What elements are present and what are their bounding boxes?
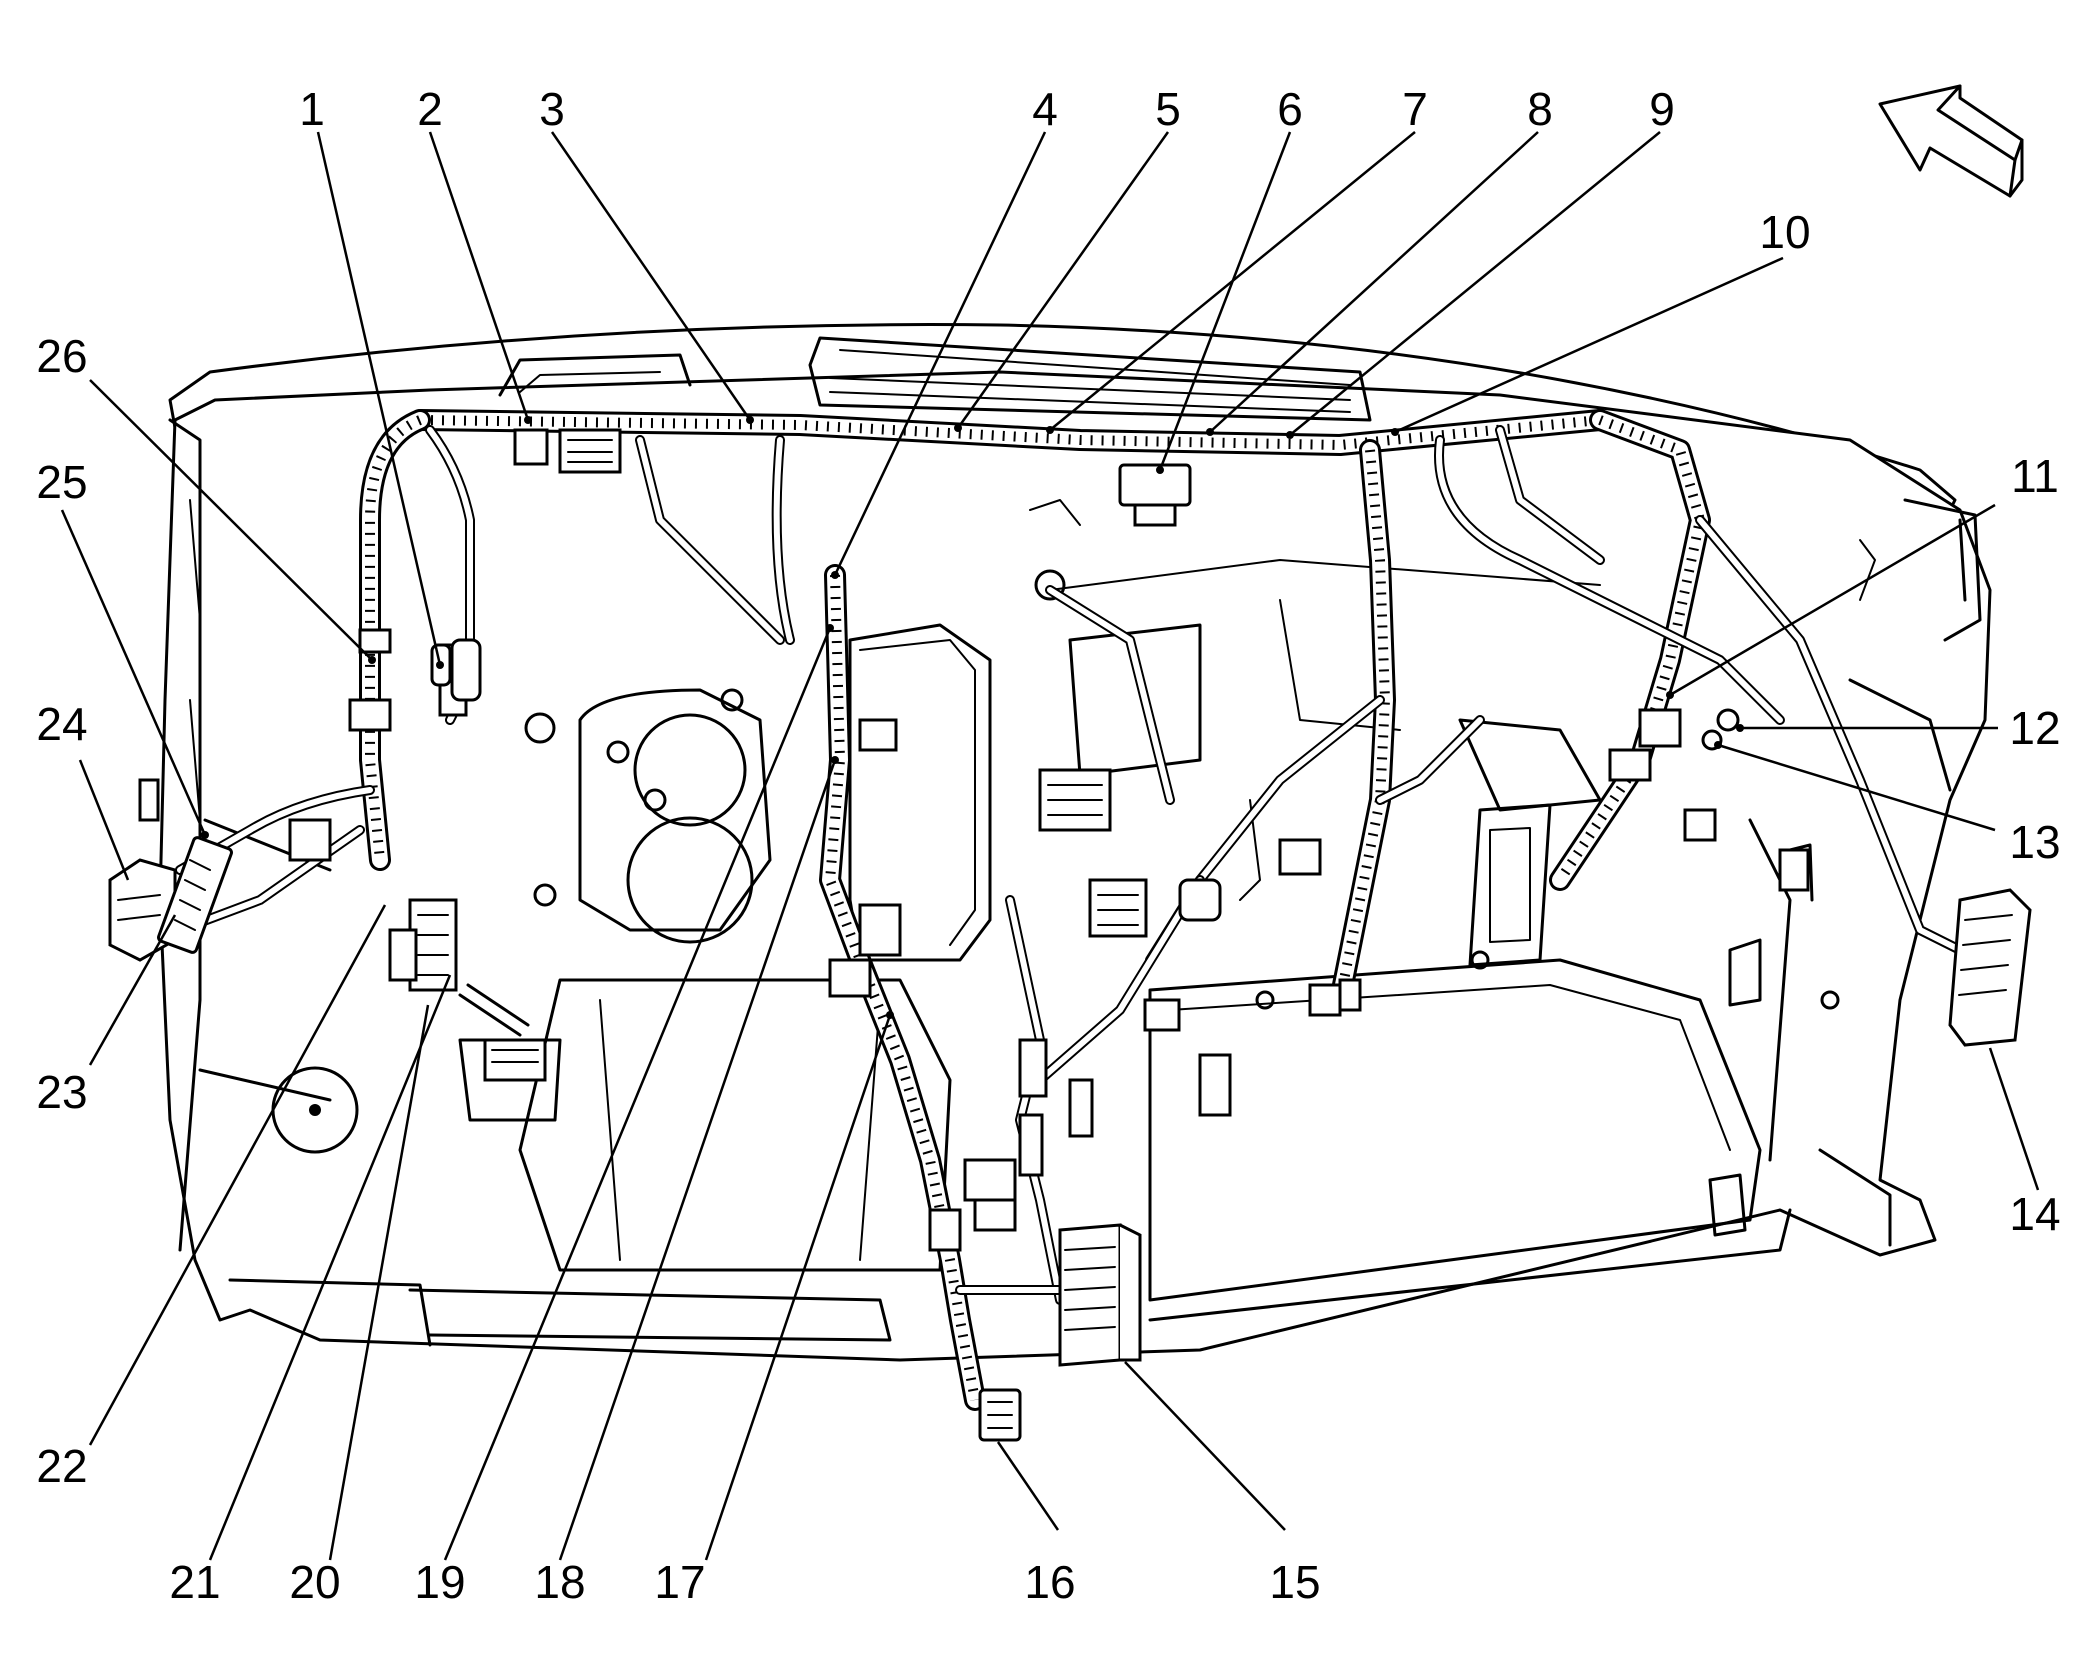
callout-14: 14 [2009,1188,2060,1240]
callout-24: 24 [36,698,87,750]
callout-11: 11 [2011,450,2059,502]
callout-16: 16 [1024,1556,1075,1608]
callout-1: 1 [299,83,325,135]
callout-21: 21 [169,1556,220,1608]
callout-15: 15 [1269,1556,1320,1608]
callout-7: 7 [1402,83,1428,135]
callout-labels: 1 2 3 4 5 6 7 8 9 10 11 12 13 14 15 16 1… [36,83,2060,1608]
callout-19: 19 [414,1556,465,1608]
callout-4: 4 [1032,83,1058,135]
callout-5: 5 [1155,83,1181,135]
callout-20: 20 [289,1556,340,1608]
connectors [108,428,2032,1442]
callout-12: 12 [2009,702,2060,754]
forward-arrow-icon [1878,84,2024,198]
callout-17: 17 [654,1556,705,1608]
callout-10: 10 [1759,206,1810,258]
callout-23: 23 [36,1066,87,1118]
callout-25: 25 [36,456,87,508]
callout-2: 2 [417,83,443,135]
callout-6: 6 [1277,83,1303,135]
instrument-panel-carrier [158,323,1992,1362]
leader-lines [60,131,2040,1561]
main-harness-trunk [175,409,1995,1411]
callout-22: 22 [36,1440,87,1492]
callout-13: 13 [2009,816,2060,868]
callout-18: 18 [534,1556,585,1608]
callout-26: 26 [36,330,87,382]
callout-3: 3 [539,83,565,135]
callout-8: 8 [1527,83,1553,135]
callout-9: 9 [1649,83,1675,135]
